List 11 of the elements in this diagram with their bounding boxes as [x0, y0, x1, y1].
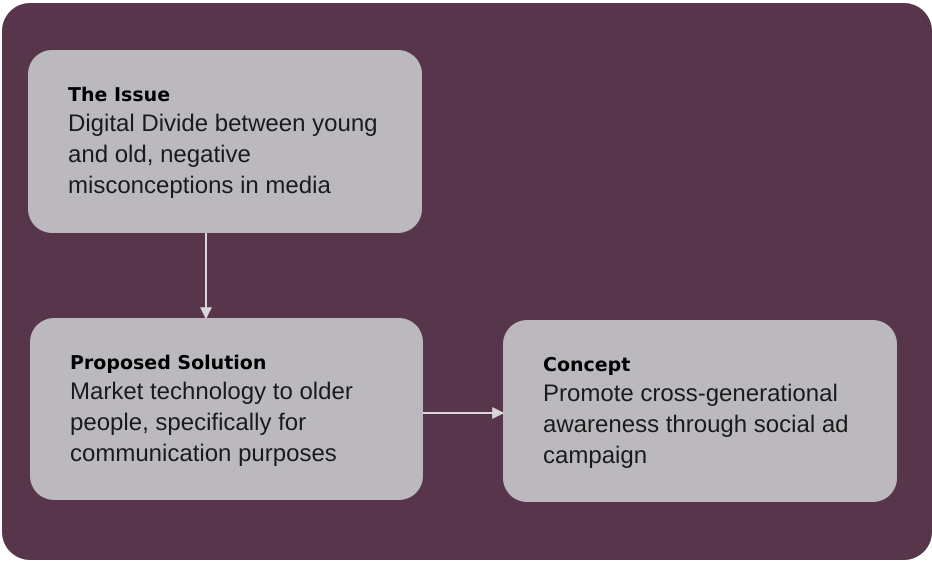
arrow: [200, 233, 212, 320]
box-description: Digital Divide between young and old, negative misconceptions in media: [68, 109, 379, 201]
box-heading: Concept: [543, 354, 632, 376]
box-heading: The Issue: [68, 84, 172, 106]
process-box: [28, 50, 422, 233]
box-description: Market technology to older people, specifically for communication purposes: [70, 377, 354, 469]
process-box: [30, 318, 423, 500]
arrow: [423, 407, 504, 419]
box-heading: Proposed Solution: [70, 352, 268, 374]
process-box: [503, 320, 897, 502]
box-description: Promote cross-generational awareness through social ad campaign: [543, 379, 850, 471]
